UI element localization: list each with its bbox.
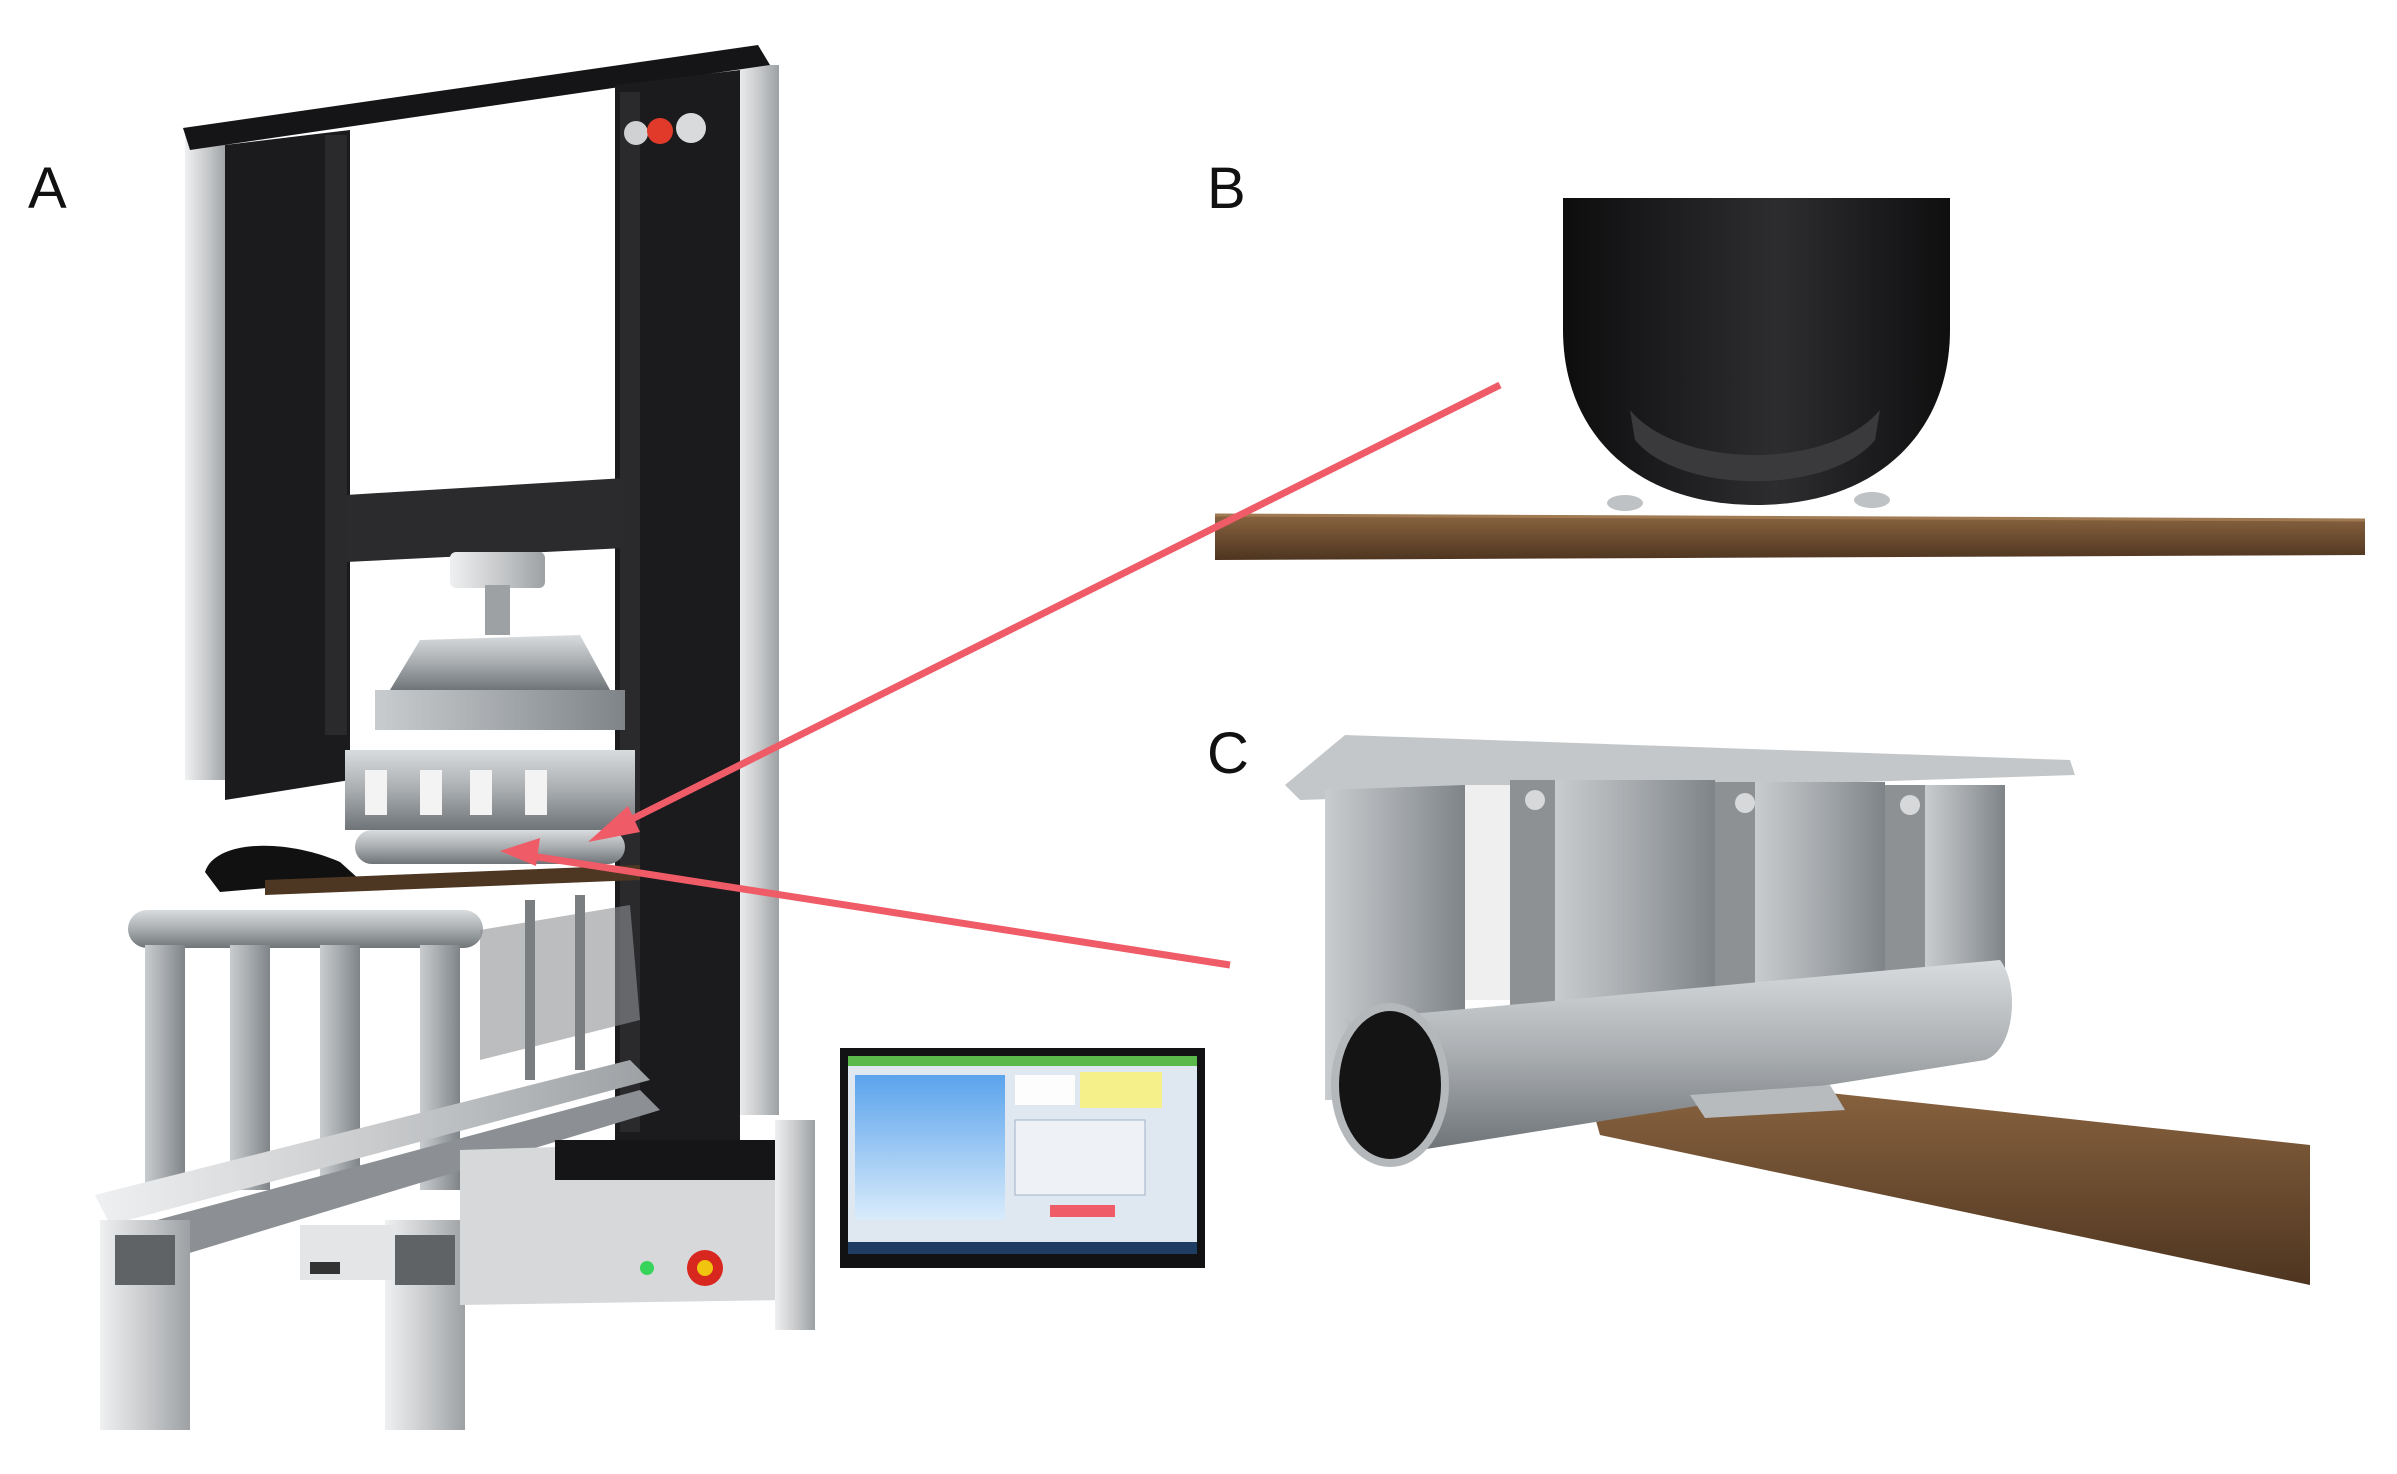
panel-label-a: A <box>28 156 67 221</box>
panel-b-closeup <box>1214 198 2366 560</box>
arrow-to-panel-b <box>608 381 1502 834</box>
callout-arrows <box>500 381 1502 969</box>
panel-label-c: C <box>1207 721 1249 786</box>
control-monitor <box>840 1048 1205 1268</box>
testing-machine <box>95 45 815 1430</box>
arrow-to-panel-c <box>524 851 1231 969</box>
panel-c-closeup <box>1285 735 2310 1285</box>
panel-label-b: B <box>1207 156 1246 221</box>
